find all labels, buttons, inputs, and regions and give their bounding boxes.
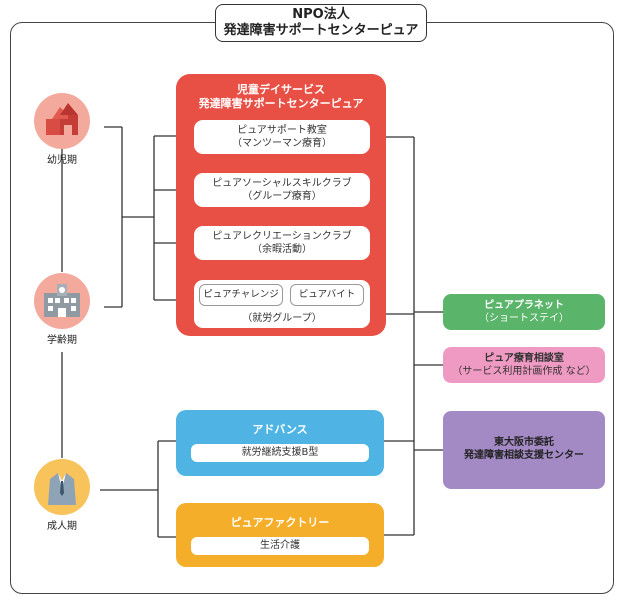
work-group-item-challenge: ピュアチャレンジ — [199, 284, 283, 306]
factory-box: ピュアファクトリー 生活介護 — [176, 503, 384, 567]
consult-sub: （サービス利用計画作成 など） — [452, 366, 596, 377]
program-name: ピュアソーシャルスキルクラブ — [212, 178, 352, 189]
planet-box: ピュアプラネット （ショートステイ） — [443, 294, 605, 330]
work-group-label: （就労グループ） — [242, 313, 322, 324]
org-title: NPO法人 発達障害サポートセンターピュア — [215, 4, 427, 42]
org-title-line2: 発達障害サポートセンターピュア — [223, 23, 419, 38]
support-center-box: 東大阪市委託 発達障害相談支援センター — [443, 411, 605, 489]
program-recreation-club: ピュアレクリエーションクラブ （余暇活動） — [194, 226, 370, 260]
program-sub: （グループ療育） — [242, 191, 322, 202]
program-sub: （余暇活動） — [252, 244, 312, 255]
stage-label-school: 学齢期 — [47, 335, 77, 346]
program-support-class: ピュアサポート教室 （マンツーマン療育） — [194, 120, 370, 154]
children-service-title-line2: 発達障害サポートセンターピュア — [198, 97, 364, 110]
stage-label-adult: 成人期 — [47, 521, 77, 532]
program-sub: （マンツーマン療育） — [232, 138, 332, 149]
work-group-item-part-time: ピュアバイト — [290, 284, 364, 306]
advance-title: アドバンス — [252, 423, 308, 436]
factory-sub: 生活介護 — [191, 537, 369, 555]
consult-title: ピュア療育相談室 — [484, 353, 564, 364]
consult-box: ピュア療育相談室 （サービス利用計画作成 など） — [443, 347, 605, 383]
org-title-line1: NPO法人 — [292, 7, 350, 22]
program-name: ピュアレクリエーションクラブ — [212, 231, 352, 242]
school-building-icon — [34, 273, 90, 329]
factory-title: ピュアファクトリー — [230, 516, 330, 529]
support-center-line2: 発達障害相談支援センター — [464, 450, 584, 461]
children-service-title-line1: 児童デイサービス — [237, 83, 325, 96]
program-social-skill-club: ピュアソーシャルスキルクラブ （グループ療育） — [194, 173, 370, 207]
support-center-line1: 東大阪市委託 — [494, 437, 554, 448]
children-service-title: 児童デイサービス 発達障害サポートセンターピュア — [176, 83, 386, 111]
suit-jacket-icon — [34, 459, 90, 515]
advance-sub: 就労継続支援B型 — [191, 444, 369, 462]
program-name: ピュアサポート教室 — [237, 125, 327, 136]
advance-box: アドバンス 就労継続支援B型 — [176, 410, 384, 476]
stage-label-infant: 幼児期 — [47, 155, 77, 166]
planet-title: ピュアプラネット — [484, 300, 564, 311]
building-blocks-icon — [34, 93, 90, 149]
planet-sub: （ショートステイ） — [479, 313, 569, 324]
